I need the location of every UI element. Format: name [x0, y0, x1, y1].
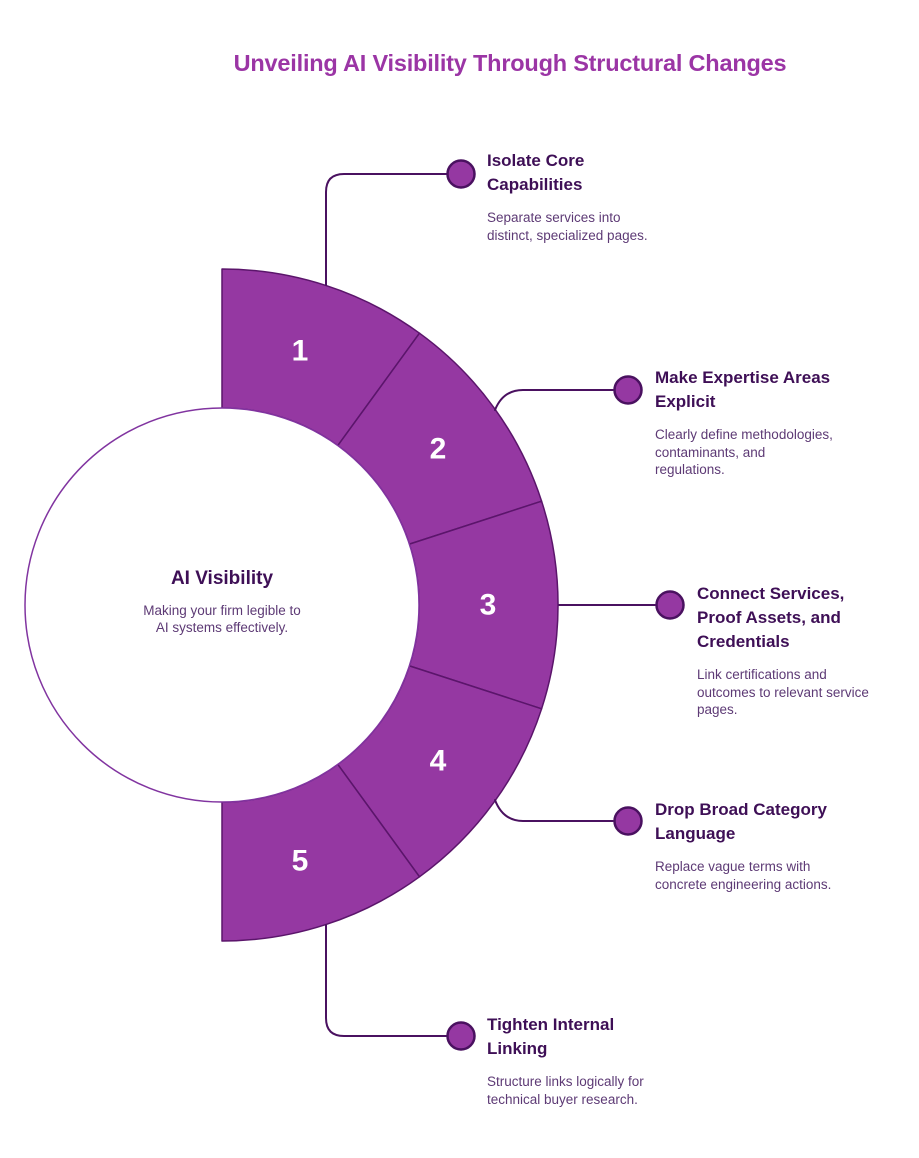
connector-dots: [446, 159, 685, 1051]
connector-dot-4: [613, 806, 643, 836]
step-3-description: Link certifications and outcomes to rele…: [697, 667, 869, 717]
center-description: Making your firm legible to AI systems e…: [143, 603, 301, 635]
step-item-4: Drop Broad Category Language Replace vag…: [655, 798, 895, 893]
step-4-description: Replace vague terms with concrete engine…: [655, 859, 832, 892]
step-2-heading: Make Expertise Areas Explicit: [655, 368, 831, 411]
page-title: Unveiling AI Visibility Through Structur…: [233, 50, 787, 76]
segment-4-number: 4: [430, 745, 447, 778]
connector-dot-1: [446, 159, 476, 189]
connector-dot-3: [655, 590, 685, 620]
connector-line-1: [325, 173, 448, 286]
segment-1-number: 1: [292, 335, 309, 368]
connector-line-5: [325, 924, 448, 1037]
connector-lines: [325, 173, 656, 1037]
connector-dot-5: [446, 1021, 476, 1051]
step-3-heading: Connect Services, Proof Assets, and Cred…: [697, 584, 845, 651]
step-item-2: Make Expertise Areas Explicit Clearly de…: [655, 366, 895, 479]
step-4-heading: Drop Broad Category Language: [655, 800, 827, 843]
step-item-3: Connect Services, Proof Assets, and Cred…: [697, 582, 919, 719]
step-item-5: Tighten Internal Linking Structure links…: [487, 1013, 727, 1108]
segment-numbers: 1 2 3 4 5: [292, 335, 497, 878]
step-1-heading: Isolate Core Capabilities: [487, 151, 585, 194]
connector-line-2: [494, 389, 614, 411]
connector-dot-2: [613, 375, 643, 405]
step-5-description: Structure links logically for technical …: [487, 1074, 644, 1107]
segment-5-number: 5: [292, 845, 309, 878]
center-text-block: AI Visibility Making your firm legible t…: [102, 568, 342, 636]
step-2-description: Clearly define methodologies, contaminan…: [655, 427, 833, 477]
segment-2-number: 2: [430, 433, 447, 466]
segment-3-number: 3: [480, 589, 497, 622]
connector-line-4: [494, 799, 614, 822]
step-5-heading: Tighten Internal Linking: [487, 1015, 615, 1058]
step-item-1: Isolate Core Capabilities Separate servi…: [487, 149, 727, 244]
step-1-description: Separate services into distinct, special…: [487, 210, 648, 243]
fan-segments: [221, 268, 559, 942]
center-heading: AI Visibility: [170, 568, 274, 589]
center-circle: [24, 407, 420, 803]
